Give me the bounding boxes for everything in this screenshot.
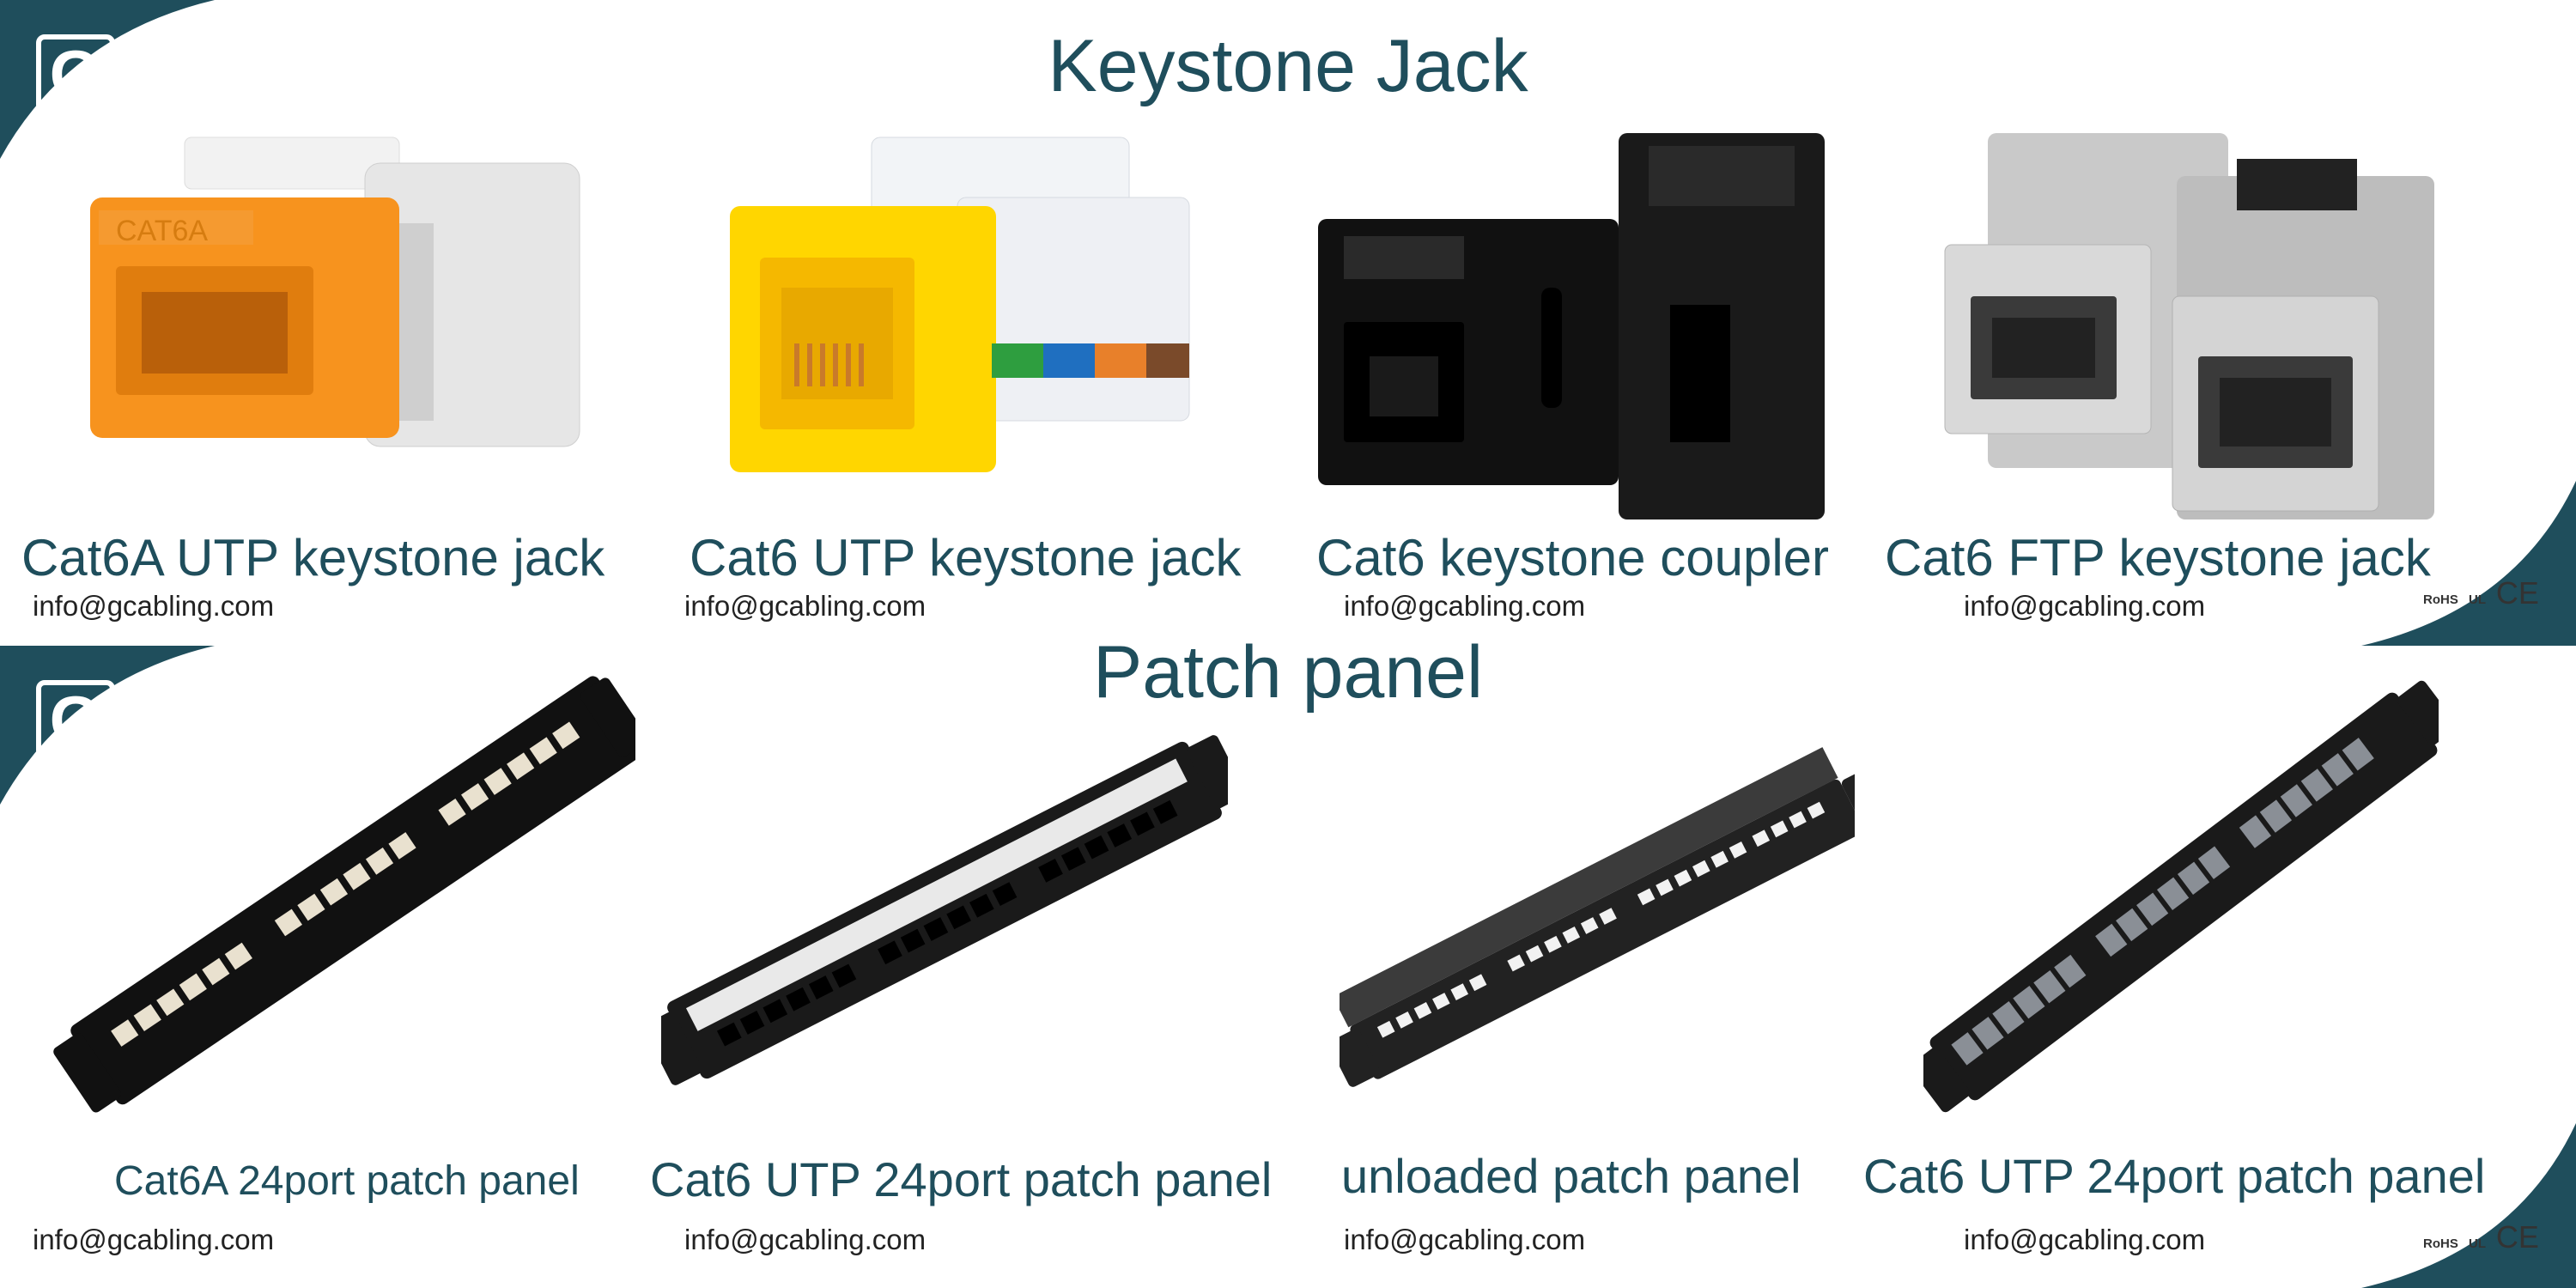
logo-g-icon: G (36, 34, 115, 113)
logo-g-icon: G (36, 680, 115, 759)
product-image-cat6-utp-patch-panel-2 (1923, 680, 2439, 1113)
product-image-cat6-coupler (1318, 133, 1825, 519)
contact-email[interactable]: info@gcabling.com (1344, 590, 1586, 622)
product-image-cat6a-patch-panel (53, 676, 635, 1113)
certification-marks-bottom: RoHS UL CE (2423, 1219, 2539, 1255)
product-image-cat6-ftp-jack (1944, 133, 2434, 519)
certification-marks-top: RoHS UL CE (2423, 575, 2539, 611)
ce-icon: CE (2495, 575, 2539, 611)
corner-decoration-mid-left (0, 646, 215, 805)
product-image-cat6-utp-jack (730, 137, 1190, 472)
section-title-keystone: Keystone Jack (1048, 25, 1528, 107)
rohs-icon: RoHS (2423, 592, 2458, 607)
corner-decoration-top-left (0, 0, 215, 159)
logo-text: CABLING (39, 117, 112, 133)
product-label-panel-4: Cat6 UTP 24port patch panel (1863, 1149, 2486, 1203)
product-label-keystone-1: Cat6A UTP keystone jack (21, 529, 605, 586)
brand-logo-top: G CABLING (36, 34, 115, 134)
logo-text: CABLING (39, 762, 112, 779)
contact-email[interactable]: info@gcabling.com (1964, 590, 2206, 622)
product-label-keystone-2: Cat6 UTP keystone jack (690, 529, 1242, 586)
svg-text:CAT6A: CAT6A (116, 215, 208, 247)
product-label-keystone-3: Cat6 keystone coupler (1316, 529, 1830, 586)
product-label-panel-3: unloaded patch panel (1341, 1149, 1801, 1203)
contact-email[interactable]: info@gcabling.com (33, 590, 275, 622)
ce-icon: CE (2495, 1219, 2539, 1255)
brand-logo-mid: G CABLING (36, 680, 115, 780)
corner-decoration-mid-right (2361, 481, 2576, 646)
contact-email[interactable]: info@gcabling.com (684, 1224, 927, 1255)
contact-email[interactable]: info@gcabling.com (1964, 1224, 2206, 1255)
contact-email[interactable]: info@gcabling.com (1344, 1224, 1586, 1255)
product-image-cat6-utp-patch-panel (661, 735, 1228, 1085)
product-label-keystone-4: Cat6 FTP keystone jack (1885, 529, 2431, 586)
product-image-unloaded-patch-panel (1340, 747, 1855, 1087)
ul-icon: UL (2469, 1236, 2486, 1251)
ul-icon: UL (2469, 592, 2486, 607)
contact-email[interactable]: info@gcabling.com (33, 1224, 275, 1255)
product-label-panel-1: Cat6A 24port patch panel (114, 1158, 580, 1204)
section-title-patch-panel: Patch panel (1092, 631, 1484, 714)
product-image-cat6a-utp-jack: CAT6A (90, 137, 580, 447)
contact-email[interactable]: info@gcabling.com (684, 590, 927, 622)
corner-decoration-bottom-right (2361, 1123, 2576, 1288)
rohs-icon: RoHS (2423, 1236, 2458, 1251)
product-label-panel-2: Cat6 UTP 24port patch panel (650, 1152, 1273, 1206)
